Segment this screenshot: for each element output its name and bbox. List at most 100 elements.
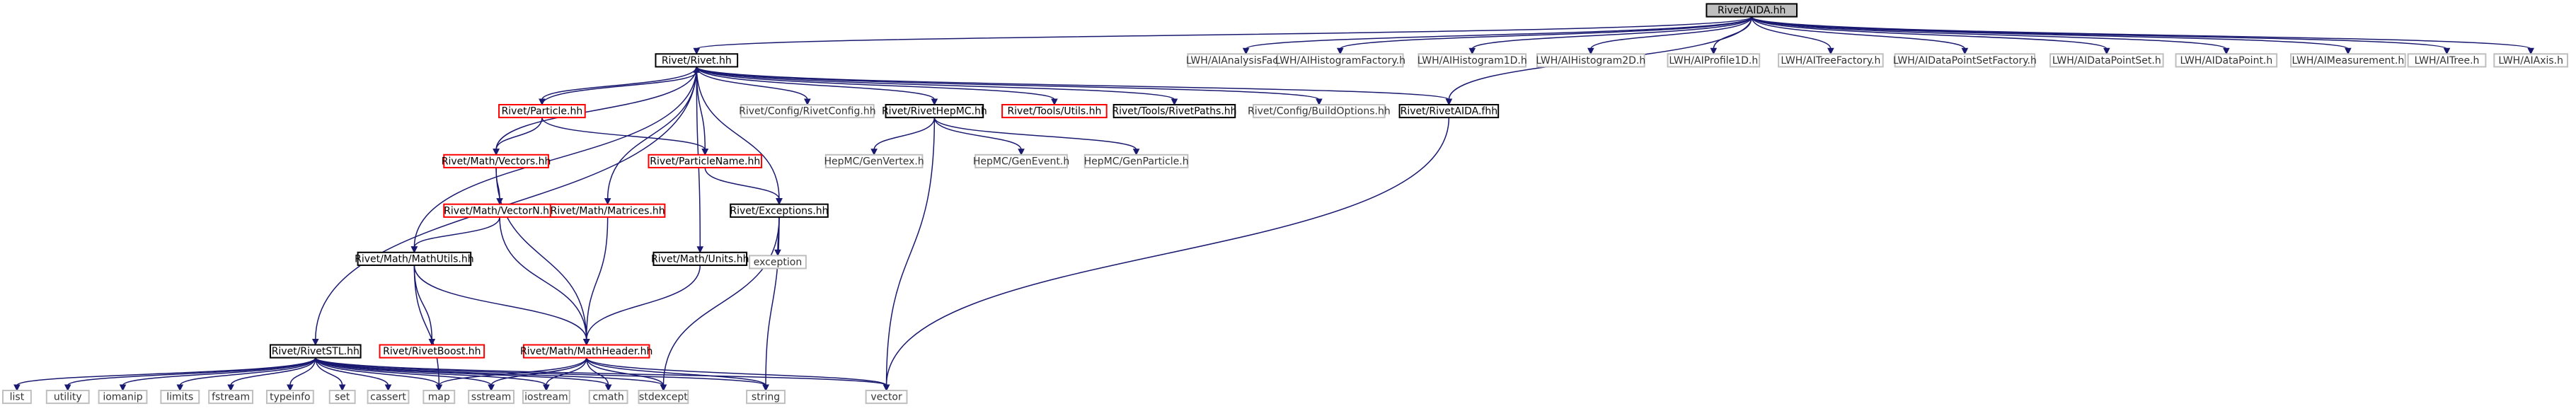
graph-node: LWH/AIProfile1D.h [1667,53,1761,68]
graph-node-label: HepMC/GenParticle.h [1084,156,1189,167]
dependency-edge [696,66,938,106]
graph-node-label: Rivet/Tools/RivetPaths.hh [1112,106,1236,117]
graph-node[interactable]: Rivet/Math/Units.hh [651,251,749,266]
graph-node[interactable]: Rivet/Math/MathHeader.hh [520,344,652,359]
dependency-edge [539,66,698,106]
graph-node: LWH/AIMeasurement.h [2290,53,2406,68]
dependency-edge [582,216,609,346]
dependency-edge [1751,16,1969,55]
graph-node-label: Rivet/RivetBoost.hh [383,346,481,357]
graph-node-label: LWH/AIHistogram2D.h [1536,55,1645,66]
graph-node: LWH/AIAxis.h [2493,53,2569,68]
dependency-edge [413,265,436,346]
graph-node-label: LWH/AIProfile1D.h [1669,55,1758,66]
graph-node[interactable]: Rivet/Tools/Utils.hh [1001,103,1108,119]
dependency-edge [870,117,936,156]
dependency-edge [582,265,701,346]
dependency-edge [1336,16,1752,55]
graph-node-label: iomanip [103,392,142,403]
graph-node: sstream [468,389,515,405]
graph-node: stdexcept [638,389,689,405]
graph-node-label: LWH/AIMeasurement.h [2292,55,2405,66]
dependency-edge [495,167,590,346]
graph-node-label: LWH/AIHistogram1D.h [1418,55,1527,66]
graph-node: HepMC/GenVertex.h [824,154,924,168]
dependency-edge [762,216,780,392]
graph-node-label: LWH/AIDataPointSet.h [2052,55,2161,66]
graph-node-label: LWH/AIAxis.h [2498,55,2563,66]
graph-node-label: set [335,392,350,403]
dependency-edge [660,216,780,392]
graph-node-label: Rivet/Math/MathUtils.hh [355,253,474,265]
graph-node-label: iostream [524,392,568,403]
graph-node[interactable]: Rivet/RivetHepMC.hh [882,103,987,119]
graph-node-label: Rivet/Math/MathHeader.hh [520,346,652,357]
dependency-edge [1751,16,1834,55]
graph-node-label: Rivet/Exceptions.hh [730,205,828,216]
graph-node[interactable]: Rivet/Math/VectorN.hh [443,203,556,218]
graph-node[interactable]: Rivet/RivetBoost.hh [379,344,485,359]
graph-node: cassert [367,389,410,405]
graph-node: limits [160,389,200,405]
graph-node: Rivet/Config/BuildOptions.hh [1248,103,1391,119]
graph-node-label: Rivet/Math/Matrices.hh [551,205,665,216]
graph-node[interactable]: Rivet/RivetSTL.hh [269,344,362,359]
dependency-edge [315,357,392,392]
graph-node[interactable]: Rivet/Rivet.hh [655,53,739,68]
graph-node[interactable]: Rivet/Exceptions.hh [730,203,829,218]
graph-node[interactable]: Rivet/Math/Vectors.hh [442,154,551,168]
graph-node-label: HepMC/GenVertex.h [824,156,924,167]
graph-node-label: HepMC/GenEvent.h [973,156,1069,167]
graph-node-label: fstream [212,392,250,403]
dependency-edge [696,66,1178,106]
graph-node: utility [45,389,90,405]
dependency-edge [585,357,890,392]
dependency-edge [1468,16,1752,55]
dependency-edge [287,357,316,392]
graph-node: map [422,389,456,405]
graph-node-label: Rivet/ParticleName.hh [650,156,760,167]
graph-node-label: sstream [471,392,511,403]
dependency-edge [543,357,587,392]
graph-node-label: LWH/AITree.h [2415,55,2480,66]
graph-node: LWH/AITree.h [2407,53,2487,68]
graph-node: typeinfo [265,389,314,405]
graph-node-label: Rivet/Config/RivetConfig.hh [739,106,875,117]
graph-node: LWH/AIHistogram2D.h [1536,53,1645,68]
graph-node: Rivet/Config/RivetConfig.hh [739,103,876,119]
graph-node-label: LWH/AITreeFactory.h [1781,55,1880,66]
graph-node: fstream [208,389,254,405]
graph-node[interactable]: Rivet/Math/Matrices.hh [549,203,666,218]
dependency-edge [1751,16,2230,55]
graph-node-label: typeinfo [270,392,311,403]
graph-node[interactable]: Rivet/Tools/RivetPaths.hh [1112,103,1237,119]
dependency-edge [413,265,590,346]
dependency-edge [585,357,612,392]
graph-node: HepMC/GenParticle.h [1084,154,1189,168]
dependency-edge [933,117,1140,156]
dependency-edge [693,16,1752,55]
dependency-edge [13,357,316,392]
graph-node[interactable]: Rivet/RivetAIDA.fhh [1398,103,1500,119]
graph-node-label: Rivet/RivetHepMC.hh [882,106,987,117]
graph-node-label: string [752,392,780,403]
graph-node: vector [865,389,908,405]
graph-node-label: utility [54,392,82,403]
dependency-edge [585,357,667,392]
dependency-edge [176,357,316,392]
graph-node-label: Rivet/Math/Vectors.hh [442,156,551,167]
graph-node-label: LWH/AIDataPointSetFactory.h [1893,55,2037,66]
dependency-edge [493,117,543,156]
graph-node[interactable]: Rivet/Math/MathUtils.hh [355,251,474,266]
graph-node-label: map [428,392,450,403]
graph-node[interactable]: Rivet/ParticleName.hh [648,154,763,168]
dependency-edge [410,216,500,253]
graph-node-label: limits [166,392,193,403]
graph-node: LWH/AITreeFactory.h [1778,53,1884,68]
graph-node: list [1,389,32,405]
graph-node-label: Rivet/Config/BuildOptions.hh [1248,106,1391,117]
graph-node[interactable]: Rivet/Particle.hh [498,103,586,119]
dependency-edge [585,357,769,392]
graph-node-label: LWH/AIHistogramFactory.h [1275,55,1405,66]
